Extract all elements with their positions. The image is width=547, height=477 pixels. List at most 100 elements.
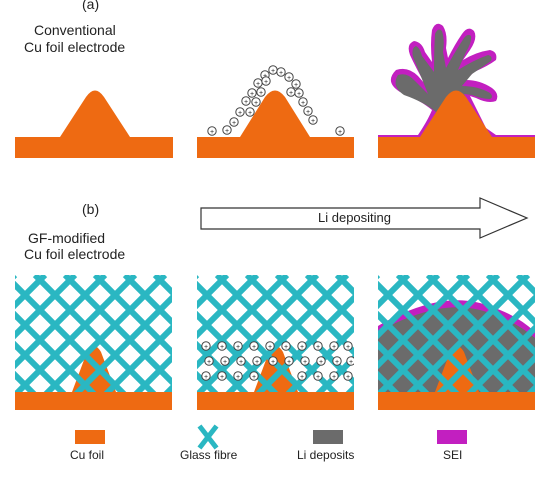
glass-fibre-strand (378, 340, 431, 395)
li-ion (233, 371, 243, 381)
li-ion (297, 341, 307, 351)
gf-modified-electrode (0, 275, 172, 410)
legend-label-li-deposits: Li deposits (297, 448, 354, 462)
li-ion-symbol: + (252, 374, 256, 381)
li-ion (346, 356, 354, 366)
cu-electrode-with-ions: ++++++++++++++++++++++ (197, 65, 354, 158)
li-ion (204, 356, 214, 366)
li-ion-symbol: + (346, 374, 350, 381)
li-ion-symbol: + (316, 374, 320, 381)
li-ion-symbol: + (297, 91, 301, 98)
li-ion-symbol: + (236, 344, 240, 351)
li-ions-group: ++++++++++++++++++++++++++++ (201, 341, 354, 381)
li-depositing-arrow: Li depositing (200, 197, 529, 239)
li-ion-symbol: + (332, 374, 336, 381)
legend-label-glass-fibre: Glass fibre (180, 448, 238, 462)
li-ion-symbol: + (244, 99, 248, 106)
li-ion-symbol: + (250, 91, 254, 98)
glass-fibre-strand (102, 323, 172, 395)
li-ion (303, 106, 313, 116)
li-ion-symbol: + (284, 344, 288, 351)
li-ion-symbol: + (232, 120, 236, 127)
panel-a-tag: (a) (82, 0, 99, 12)
li-ion-symbol: + (316, 344, 320, 351)
glass-fibre-strand (395, 275, 521, 395)
li-ion-symbol: + (254, 100, 258, 107)
li-ion-symbol: + (300, 374, 304, 381)
panel-b-title-line1: GF-modified (28, 230, 105, 246)
li-ion (294, 88, 304, 98)
li-ion (251, 97, 261, 107)
conventional-cu-electrode (15, 90, 173, 158)
li-ion (201, 341, 211, 351)
glass-fibre-strand (0, 275, 5, 395)
glass-fibre-strand (254, 293, 354, 395)
li-ion (235, 107, 245, 117)
li-ion-symbol: + (311, 118, 315, 125)
li-ion (343, 371, 353, 381)
li-ion (261, 76, 271, 86)
glass-fibre-strand (15, 340, 68, 395)
li-ion (297, 371, 307, 381)
glass-fibre-cross-icon (197, 424, 219, 450)
li-ion (217, 371, 227, 381)
glass-fibre-strand (132, 353, 172, 395)
li-ion-symbol: + (264, 79, 268, 86)
li-ion (252, 356, 262, 366)
li-ion-symbol: + (255, 359, 259, 366)
sei-swatch (437, 430, 467, 444)
li-ion-symbol: + (306, 109, 310, 116)
li-ion-symbol: + (332, 344, 336, 351)
glass-fibre-strand (15, 280, 128, 395)
glass-fibre-strand (378, 310, 461, 395)
li-ion-symbol: + (349, 359, 353, 366)
glass-fibre-strand (72, 293, 172, 395)
li-ion-symbol: + (268, 344, 272, 351)
li-ion (329, 371, 339, 381)
li-ion (233, 341, 243, 351)
cu-foil-base (15, 392, 172, 410)
li-ion (217, 341, 227, 351)
glass-fibre-strand (197, 340, 250, 395)
li-ion (245, 107, 255, 117)
li-ion (265, 341, 275, 351)
panel-b-title-line2: Cu foil electrode (24, 246, 125, 262)
glass-fibre-strand (92, 275, 172, 357)
li-ion (284, 356, 294, 366)
li-ion-symbol: + (303, 359, 307, 366)
li-ion-symbol: + (301, 100, 305, 107)
glass-fibre-strand (15, 275, 18, 280)
panel-a-title-line1: Conventional (34, 22, 116, 38)
panel-a-title-line2: Cu foil electrode (24, 39, 125, 55)
glass-fibre-strand (197, 280, 310, 395)
li-ion (335, 126, 345, 136)
cu-base (378, 90, 535, 158)
li-ion-symbol: + (338, 129, 342, 136)
li-ion (313, 341, 323, 351)
li-ion-symbol: + (236, 374, 240, 381)
legend-label-sei: SEI (443, 448, 462, 462)
li-ion-symbol: + (238, 110, 242, 117)
cu-foil-base (197, 392, 354, 410)
li-ion-symbol: + (220, 344, 224, 351)
li-ions-group: ++++++++++++++++++++++ (207, 65, 345, 136)
li-ion (241, 96, 251, 106)
li-ion-symbol: + (220, 374, 224, 381)
li-ion-symbol: + (300, 344, 304, 351)
glass-fibre-strand (378, 280, 491, 395)
li-ion-symbol: + (289, 90, 293, 97)
li-ion (308, 115, 318, 125)
li-ion-symbol: + (287, 359, 291, 366)
glass-fibre-mesh (378, 275, 535, 395)
li-ion (207, 126, 217, 136)
li-ion (300, 356, 310, 366)
li-ion (222, 125, 232, 135)
li-ion (329, 341, 339, 351)
legend: Cu foil Glass fibre Li deposits SEI (70, 424, 467, 462)
li-ion-symbol: + (271, 68, 275, 75)
li-ion (229, 117, 239, 127)
glass-fibre-strand (122, 275, 172, 327)
li-ion (281, 341, 291, 351)
li-ion-symbol: + (271, 359, 275, 366)
li-ion-symbol: + (248, 110, 252, 117)
